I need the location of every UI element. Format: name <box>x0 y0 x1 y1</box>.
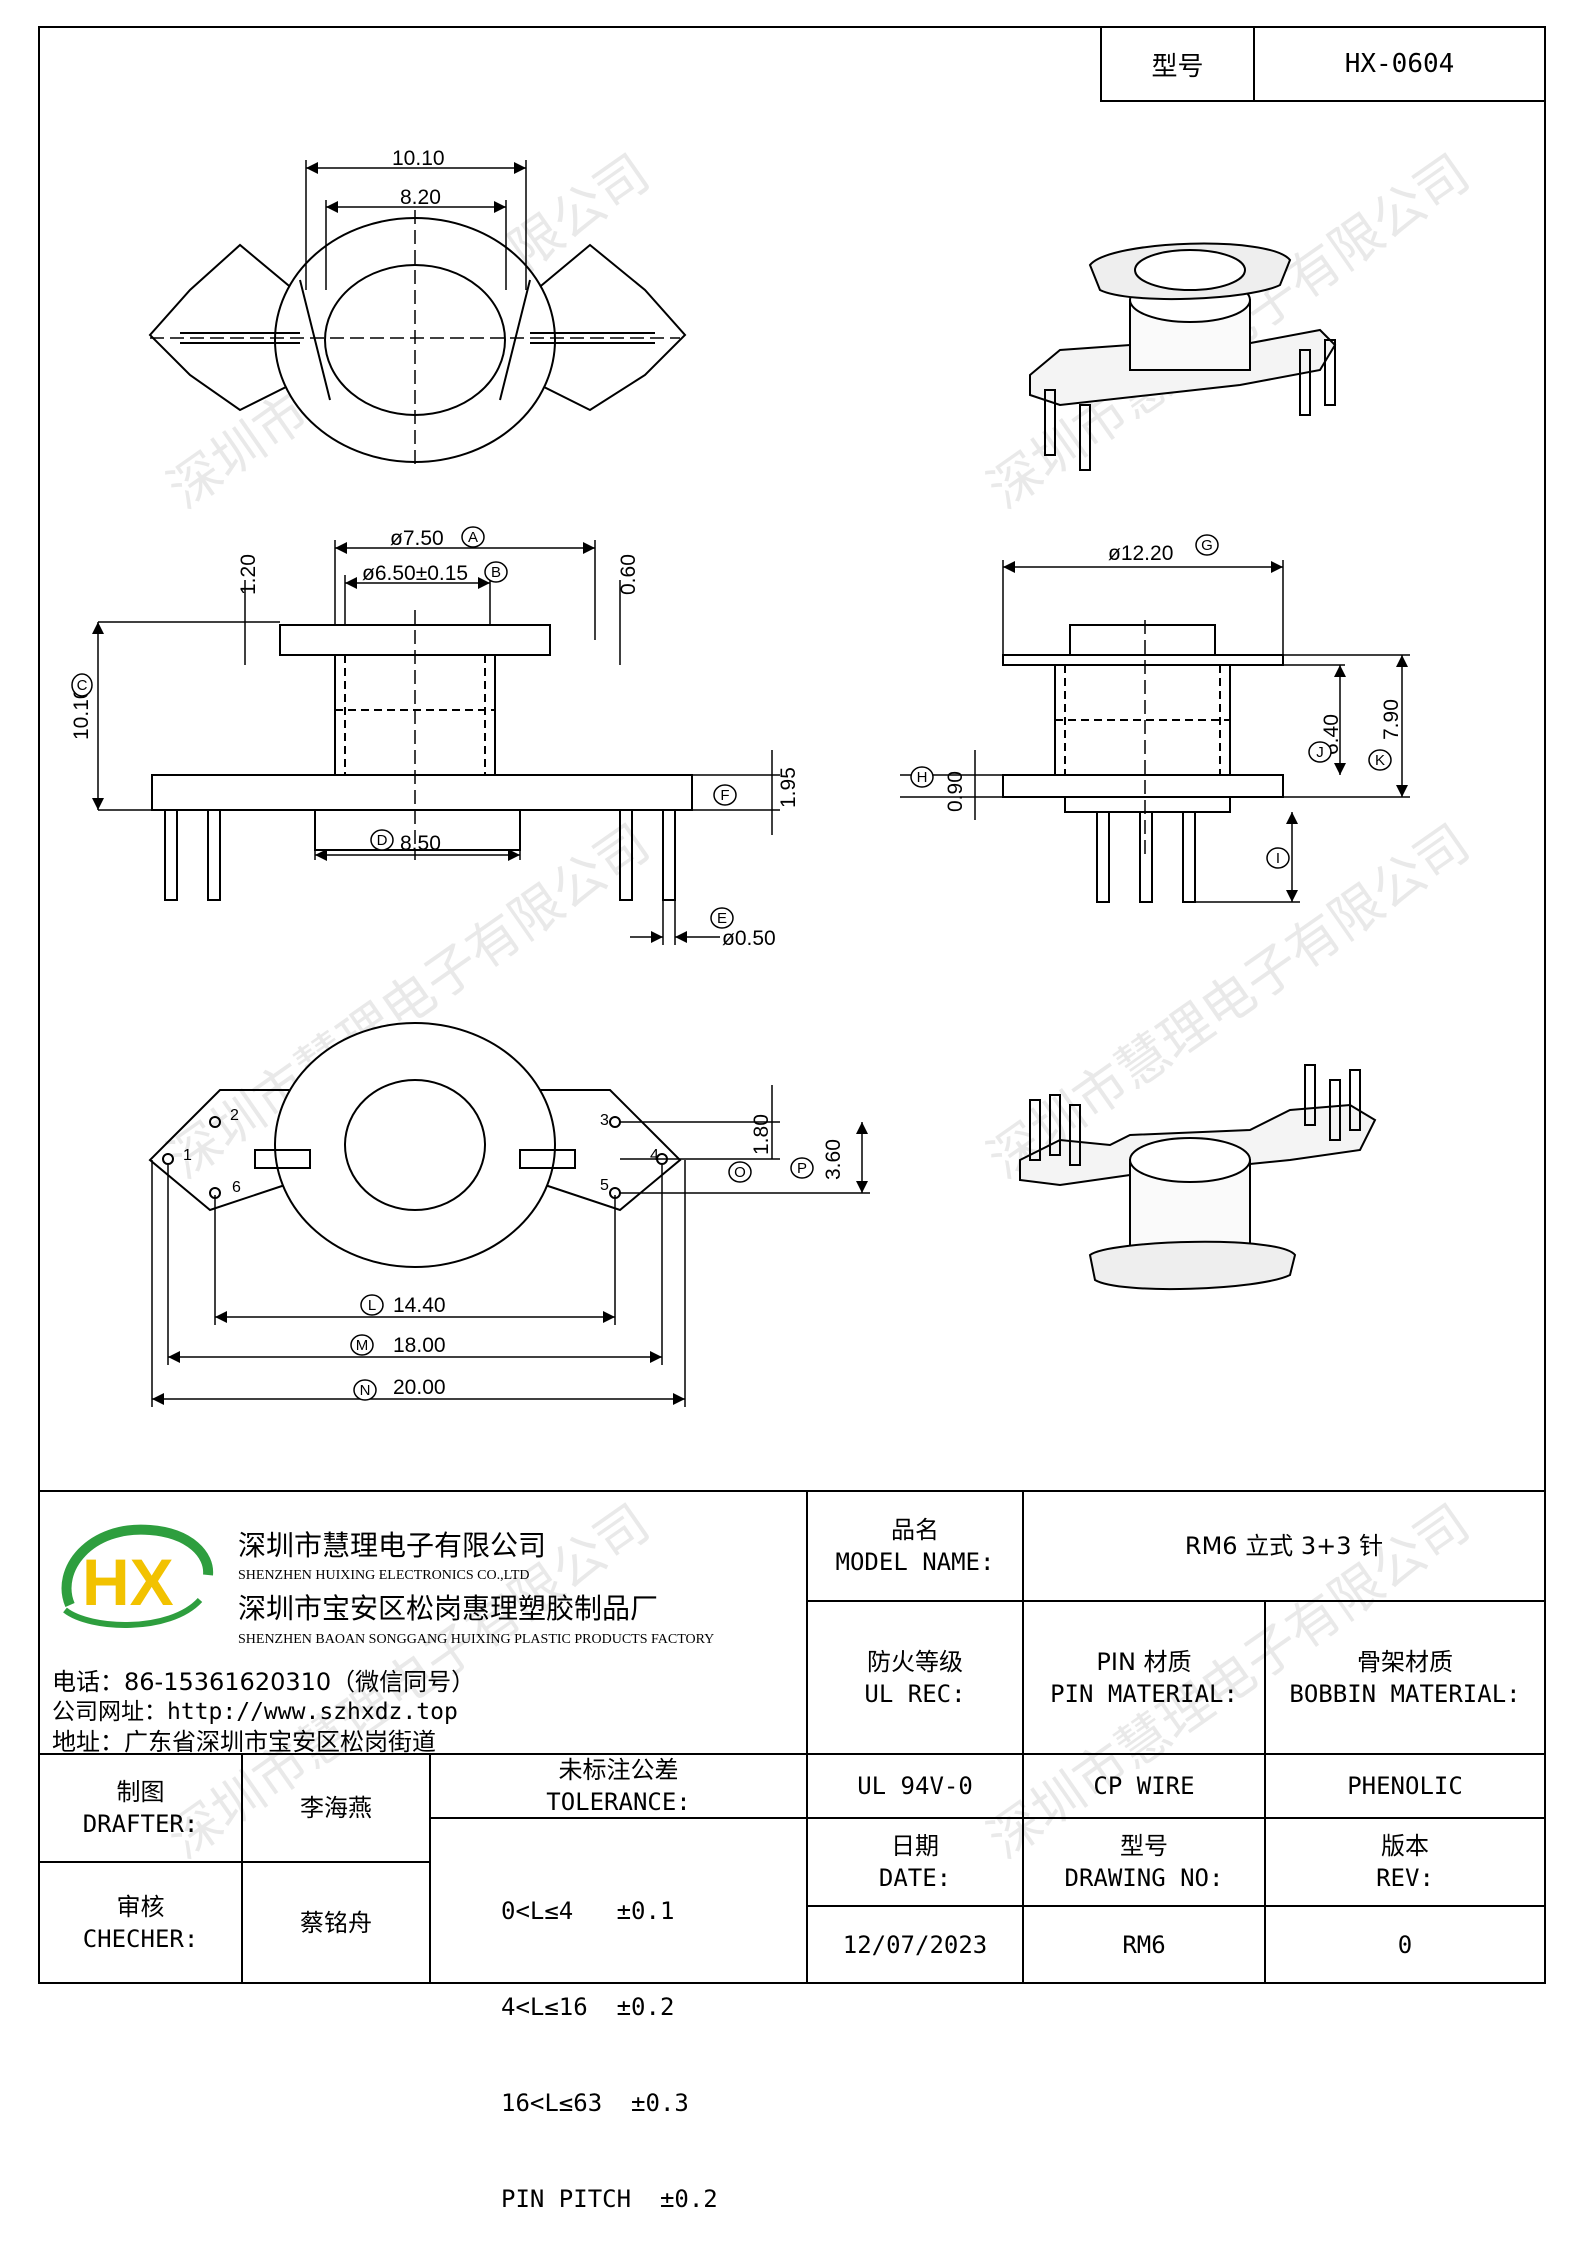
circle-label-K: K <box>1368 749 1392 771</box>
company-name-en: SHENZHEN HUIXING ELECTRONICS CO.,LTD <box>238 1568 530 1583</box>
ul-label: 防火等级 UL REC: <box>806 1600 1024 1755</box>
pin-number-2: 2 <box>230 1107 239 1124</box>
dim-8.20: 8.20 <box>400 186 441 209</box>
circle-label-D: D <box>370 829 394 851</box>
dim-1.80: 1.80 <box>750 1114 773 1155</box>
circle-label-B: B <box>484 561 508 583</box>
circle-label-P: P <box>790 1157 814 1179</box>
dim-14.40: 14.40 <box>393 1294 446 1317</box>
circle-label-J: J <box>1308 741 1332 763</box>
drafter-label: 制图 DRAFTER: <box>38 1753 243 1863</box>
dim-6.50: ø6.50±0.15 <box>362 562 468 585</box>
circle-label-G: G <box>1195 534 1219 556</box>
circle-label-M: M <box>350 1334 374 1356</box>
svg-text:I: I <box>1276 850 1280 867</box>
circle-label-F: F <box>713 784 737 806</box>
pin-material-label: PIN 材质 PIN MATERIAL: <box>1022 1600 1266 1755</box>
technical-drawing: 10.10 8.20 ø7.50 ø6.50±0.15 1.20 0.60 10… <box>70 147 1410 1407</box>
bobbin-material-value: PHENOLIC <box>1264 1753 1546 1819</box>
dim-0.50: ø0.50 <box>722 927 776 950</box>
svg-text:L: L <box>368 1297 376 1314</box>
circle-label-E: E <box>710 907 734 929</box>
pin-number-6: 6 <box>232 1179 241 1196</box>
svg-text:HX: HX <box>82 1545 174 1619</box>
pin-material-value: CP WIRE <box>1022 1753 1266 1819</box>
circle-label-I: I <box>1266 847 1290 869</box>
date-value: 12/07/2023 <box>806 1905 1024 1984</box>
top-view <box>148 160 687 470</box>
company-logo: HX <box>50 1515 215 1635</box>
svg-text:N: N <box>360 1382 371 1399</box>
side-view <box>900 560 1410 903</box>
pin-number-4: 4 <box>650 1147 659 1164</box>
company-name-cn: 深圳市慧理电子有限公司 <box>238 1529 547 1562</box>
drafter-name: 李海燕 <box>241 1753 431 1863</box>
svg-text:G: G <box>1201 537 1213 554</box>
pin-number-5: 5 <box>600 1177 609 1194</box>
dim-7.50: ø7.50 <box>390 527 444 550</box>
checker-label: 审核 CHECHER: <box>38 1861 243 1984</box>
model-name-label: 品名 MODEL NAME: <box>806 1490 1024 1602</box>
factory-name-cn: 深圳市宝安区松岗惠理塑胶制品厂 <box>238 1592 659 1625</box>
isometric-view-top <box>1029 242 1337 471</box>
circle-label-A: A <box>461 526 485 548</box>
tolerance-line: 16<L≤63 ±0.3 <box>501 2089 689 2117</box>
circle-label-O: O <box>728 1161 752 1183</box>
svg-text:F: F <box>720 787 729 804</box>
circle-label-N: N <box>353 1379 377 1401</box>
drawing-no-label: 型号 DRAWING NO: <box>1022 1817 1266 1907</box>
svg-text:A: A <box>468 529 478 546</box>
date-label: 日期 DATE: <box>806 1817 1024 1907</box>
dim-0.90: 0.90 <box>944 771 967 812</box>
pin-number-3: 3 <box>600 1112 609 1129</box>
tolerance-line: 0<L≤4 ±0.1 <box>501 1897 675 1925</box>
model-name-value: RM6 立式 3+3 针 <box>1022 1490 1546 1602</box>
dim-20.00: 20.00 <box>393 1376 446 1399</box>
svg-text:C: C <box>77 677 88 694</box>
tolerance-values: 0<L≤4 ±0.1 4<L≤16 ±0.2 16<L≤63 ±0.3 PIN … <box>429 1817 808 2213</box>
svg-text:P: P <box>797 1160 807 1177</box>
circle-label-L: L <box>360 1294 384 1316</box>
dim-1.20: 1.20 <box>237 554 260 595</box>
svg-text:K: K <box>1375 752 1385 769</box>
header-model-value: HX-0604 <box>1253 26 1546 102</box>
svg-text:O: O <box>734 1164 746 1181</box>
svg-text:D: D <box>377 832 388 849</box>
circle-label-H: H <box>910 766 934 788</box>
dim-1.95: 1.95 <box>777 767 800 808</box>
dim-10.10-height: 10.10 <box>70 687 93 740</box>
svg-text:E: E <box>717 910 727 927</box>
drawing-no-value: RM6 <box>1022 1905 1266 1984</box>
svg-text:M: M <box>356 1337 369 1354</box>
svg-text:H: H <box>917 769 928 786</box>
svg-text:B: B <box>491 564 501 581</box>
company-phone: 电话：86-15361620310（微信同号） <box>52 1668 476 1696</box>
dim-3.60: 3.60 <box>822 1139 845 1180</box>
ul-value: UL 94V-0 <box>806 1753 1024 1819</box>
isometric-view-bottom <box>1019 1064 1377 1291</box>
rev-label: 版本 REV: <box>1264 1817 1546 1907</box>
rev-value: 0 <box>1264 1905 1546 1984</box>
tolerance-line: PIN PITCH ±0.2 <box>501 2185 718 2213</box>
dim-7.90: 7.90 <box>1380 699 1403 740</box>
company-address: 地址：广东省深圳市宝安区松岗街道 <box>52 1728 436 1756</box>
dim-18.00: 18.00 <box>393 1334 446 1357</box>
checker-name: 蔡铭舟 <box>241 1861 431 1984</box>
pin-number-1: 1 <box>183 1147 192 1164</box>
factory-name-en: SHENZHEN BAOAN SONGGANG HUIXING PLASTIC … <box>238 1632 715 1647</box>
dim-12.20: ø12.20 <box>1108 542 1173 565</box>
tolerance-line: 4<L≤16 ±0.2 <box>501 1993 675 2021</box>
company-website: 公司网址：http://www.szhxdz.top <box>52 1699 458 1725</box>
svg-text:J: J <box>1316 744 1324 761</box>
front-view <box>92 540 780 945</box>
dim-0.60: 0.60 <box>617 554 640 595</box>
dim-8.50: 8.50 <box>400 832 441 855</box>
dim-10.10-top: 10.10 <box>392 147 445 170</box>
bottom-view <box>148 1022 870 1407</box>
circle-label-C: C <box>71 673 93 697</box>
bobbin-material-label: 骨架材质 BOBBIN MATERIAL: <box>1264 1600 1546 1755</box>
tolerance-label: 未标注公差 TOLERANCE: <box>429 1753 808 1819</box>
